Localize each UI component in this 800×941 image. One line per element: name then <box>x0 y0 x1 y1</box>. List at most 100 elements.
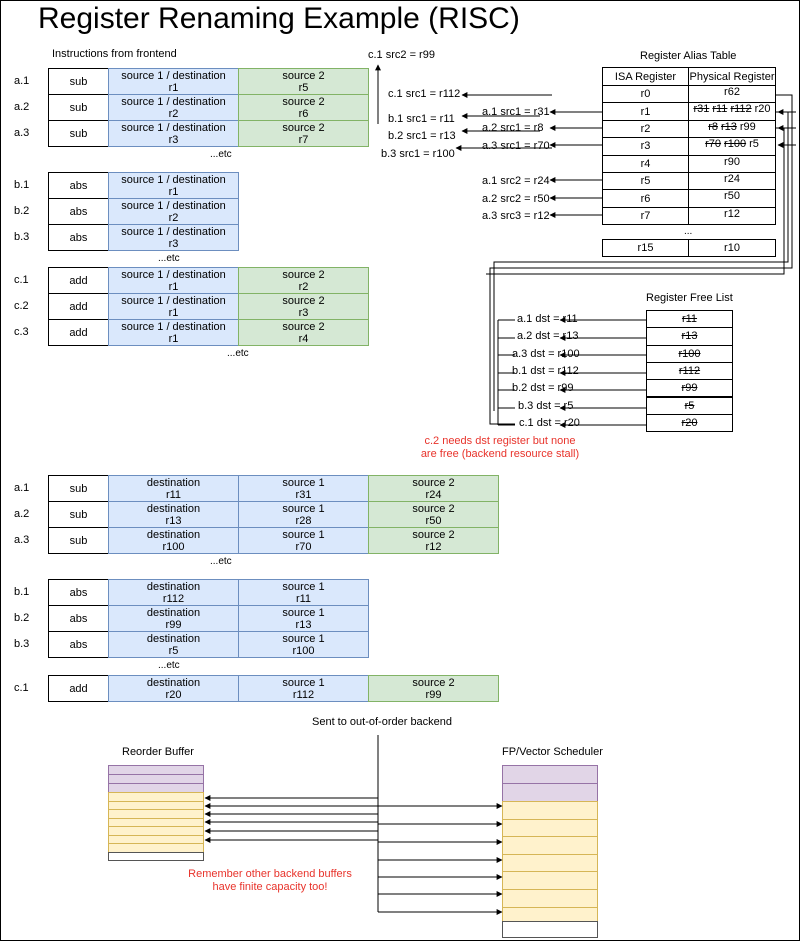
cell-line: source 1 <box>282 632 325 645</box>
rat-lookup-label: a.3 src3 = r12 <box>482 210 550 222</box>
cell-line: r112 <box>162 592 185 605</box>
cell-line: source 1 <box>282 580 325 593</box>
rat-lookup-label: a.1 src2 = r24 <box>482 175 550 187</box>
cell-line: r50 <box>425 514 442 527</box>
allocated-register: r13 <box>681 330 698 343</box>
rat-isa-cell: r15 <box>602 239 689 257</box>
rat-side-rail-2 <box>493 111 789 411</box>
etc-label: ...etc <box>210 149 232 160</box>
cell-line: destination <box>146 676 201 689</box>
cell-line: r3 <box>168 133 179 146</box>
cell-line: source 2 <box>282 320 325 333</box>
rat-phys-cell: r10 <box>688 239 776 257</box>
rat-lookup-label: b.2 src1 = r13 <box>388 130 456 142</box>
cell-line: source 1 / destination <box>121 320 226 333</box>
rat-lookup-label: b.3 src1 = r100 <box>381 148 455 160</box>
rat-lookup-label: a.3 src1 = r70 <box>482 140 550 152</box>
row-id-label: a.2 <box>14 101 30 113</box>
cell-line: destination <box>146 476 201 489</box>
cell-line: destination <box>146 502 201 515</box>
cell-line: r99 <box>425 688 442 701</box>
row-id-label: a.1 <box>14 482 30 494</box>
stall-note-line-1: c.2 needs dst register but none <box>424 435 576 447</box>
rat-side-rail-3 <box>486 127 785 275</box>
cell-line: source 2 <box>282 268 325 281</box>
allocated-register: r11 <box>681 313 698 326</box>
cell-line: destination <box>146 580 201 593</box>
fp-scheduler-label: FP/Vector Scheduler <box>502 746 603 758</box>
cell-line: source 2 <box>412 676 455 689</box>
cell-line: source 2 <box>412 476 455 489</box>
op-cell: abs <box>48 579 109 606</box>
rat-heading: Register Alias Table <box>640 50 737 62</box>
etc-label: ...etc <box>158 660 180 671</box>
sent-to-backend-label: Sent to out-of-order backend <box>312 716 453 728</box>
cell-line: r2 <box>298 280 309 293</box>
capacity-note-line-1: Remember other backend buffers <box>188 868 352 880</box>
row-id-label: a.1 <box>14 75 30 87</box>
row-id-label: b.2 <box>14 205 30 217</box>
row-id-label: c.1 <box>14 682 29 694</box>
cell-line: r100 <box>162 540 185 553</box>
stale-mapping: r13 <box>720 120 737 133</box>
cell-line: destination <box>146 632 201 645</box>
stale-mapping: r70 <box>705 138 722 151</box>
cell-line: r99 <box>165 618 182 631</box>
current-mapping: r50 <box>724 190 740 203</box>
cell-line: r1 <box>168 185 179 198</box>
free-list-heading: Register Free List <box>646 292 733 304</box>
cell-line: source 1 <box>282 476 325 489</box>
cell-line: source 1 / destination <box>121 199 226 212</box>
allocated-register: r99 <box>681 382 698 395</box>
cell-line: source 2 <box>282 121 325 134</box>
row-id-label: c.2 <box>14 300 29 312</box>
cell-line: r100 <box>292 644 315 657</box>
row-id-label: a.2 <box>14 508 30 520</box>
cell-line: r2 <box>168 107 179 120</box>
op-cell: add <box>48 319 109 346</box>
allocated-register: r112 <box>678 365 701 378</box>
cell-line: source 1 / destination <box>121 69 226 82</box>
cell-line: source 2 <box>282 69 325 82</box>
page-title: Register Renaming Example (RISC) <box>38 2 520 35</box>
current-mapping: r62 <box>724 86 740 98</box>
stale-mapping: r11 <box>712 103 728 116</box>
rat-phys-cell: r12 <box>688 206 776 226</box>
cell-line: r13 <box>165 514 182 527</box>
cell-line: r112 <box>292 688 315 701</box>
cell-line: r1 <box>168 280 179 293</box>
cell-line: r5 <box>168 644 179 657</box>
rat-lookup-label: c.1 src1 = r112 <box>388 88 461 100</box>
allocated-register: r20 <box>681 416 698 429</box>
row-id-label: b.1 <box>14 179 30 191</box>
cell-line: source 1 <box>282 528 325 541</box>
row-id-label: b.3 <box>14 231 30 243</box>
row-id-label: b.2 <box>14 612 30 624</box>
cell-line: r13 <box>295 618 312 631</box>
cell-line: source 1 / destination <box>121 268 226 281</box>
cell-line: r11 <box>165 488 182 501</box>
stale-mapping: r8 <box>708 120 718 133</box>
stale-mapping: r31 <box>693 103 710 116</box>
etc-label: ...etc <box>158 253 180 264</box>
current-mapping: r90 <box>724 155 740 168</box>
cell-line: r28 <box>295 514 312 527</box>
cell-line: source 1 <box>282 606 325 619</box>
cell-line: r20 <box>165 688 182 701</box>
row-id-label: c.3 <box>14 326 29 338</box>
current-mapping: r99 <box>739 120 756 133</box>
cell-line: r5 <box>298 81 309 94</box>
